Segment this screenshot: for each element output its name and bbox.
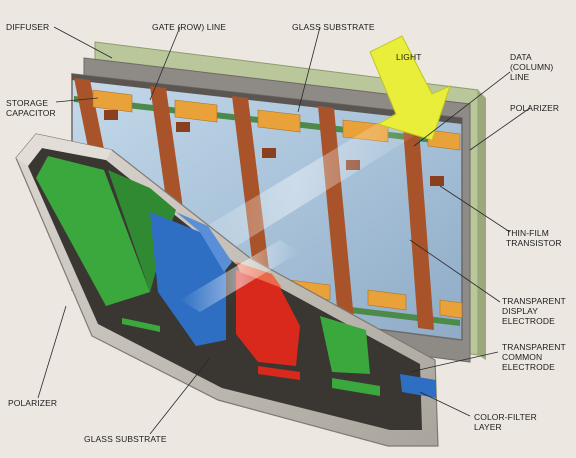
label-transparent-common-electrode-line-2: COMMON — [502, 352, 543, 362]
capacitor-7 — [367, 289, 407, 311]
label-glass-substrate-bottom: GLASS SUBSTRATE — [84, 434, 167, 444]
label-transparent-display-electrode-line-3: ELECTRODE — [502, 316, 555, 326]
label-transparent-common-electrode-line-1: TRANSPARENT — [502, 342, 566, 352]
label-gate-row-line: GATE (ROW) LINE — [152, 22, 227, 32]
light-arrow — [369, 35, 451, 141]
label-data-column-line-2: (COLUMN) — [510, 62, 554, 72]
filter-red-2 — [258, 366, 300, 380]
glass-reflection — [150, 110, 440, 275]
label-data-column-line-1: DATA — [510, 52, 532, 62]
tft-3 — [262, 148, 276, 158]
label-color-filter-layer-line-2: LAYER — [474, 422, 502, 432]
label-data-column-line: DATA (COLUMN) LINE — [510, 52, 553, 82]
label-transparent-display-electrode-line-2: DISPLAY — [502, 306, 538, 316]
capacitor-8 — [439, 299, 463, 319]
storage-capacitors — [92, 89, 463, 319]
capacitor-2 — [174, 99, 218, 123]
filter-green-1 — [36, 156, 150, 306]
label-transparent-display-electrode-line-1: TRANSPARENT — [502, 296, 566, 306]
label-color-filter-layer: COLOR-FILTER LAYER — [474, 412, 537, 432]
capacitor-1 — [92, 89, 133, 113]
label-glass-substrate-top: GLASS SUBSTRATE — [292, 22, 375, 32]
tft-5 — [430, 176, 444, 186]
label-diffuser: DIFFUSER — [6, 22, 50, 32]
capacitor-3 — [257, 109, 301, 133]
filter-blue-1 — [150, 212, 226, 346]
filter-green-4 — [332, 378, 380, 396]
label-storage-capacitor: STORAGE CAPACITOR — [6, 98, 56, 118]
filter-blue-top — [176, 212, 232, 272]
label-transparent-common-electrode-line-3: ELECTRODE — [502, 362, 555, 372]
label-color-filter-layer-line-1: COLOR-FILTER — [474, 412, 537, 422]
label-thin-film-transistor: THIN-FILM TRANSISTOR — [506, 228, 562, 248]
filter-green-2 — [320, 316, 370, 374]
data-line-5 — [402, 114, 434, 330]
label-light: LIGHT — [396, 52, 422, 62]
front-glass-reflection — [180, 240, 300, 312]
filter-green-shade — [108, 170, 176, 292]
filter-red-1 — [236, 270, 300, 366]
label-thin-film-transistor-line-2: TRANSISTOR — [506, 238, 562, 248]
label-polarizer-left: POLARIZER — [8, 398, 58, 408]
label-thin-film-transistor-line-1: THIN-FILM — [506, 228, 549, 238]
capacitor-5 — [427, 129, 461, 151]
filter-green-3 — [122, 318, 160, 332]
label-transparent-display-electrode: TRANSPARENT DISPLAY ELECTRODE — [502, 296, 566, 326]
filter-blue-2 — [400, 374, 436, 398]
label-storage-capacitor-line-1: STORAGE — [6, 98, 49, 108]
label-storage-capacitor-line-2: CAPACITOR — [6, 108, 56, 118]
label-data-column-line-3: LINE — [510, 72, 530, 82]
leader-lines — [37, 26, 531, 435]
label-polarizer-right: POLARIZER — [510, 103, 560, 113]
front-frame-edge — [16, 134, 112, 166]
front-assembly — [15, 133, 439, 447]
label-transparent-common-electrode: TRANSPARENT COMMON ELECTRODE — [502, 342, 566, 372]
tft-2 — [176, 122, 190, 132]
tft-1 — [104, 110, 118, 120]
